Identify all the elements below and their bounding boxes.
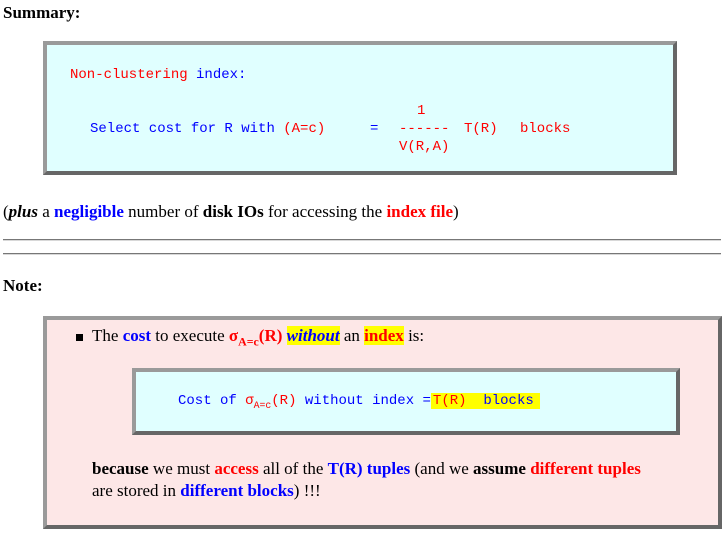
- without-text: without: [286, 326, 340, 345]
- assume-text: assume: [473, 459, 526, 478]
- index-text: index: [364, 326, 404, 345]
- without-index-text: without index: [296, 393, 423, 409]
- bullet-icon: [76, 334, 83, 341]
- inner-sigma-relation: (R): [271, 393, 297, 409]
- text-end: ) !!!: [293, 481, 321, 500]
- tr-tuples-text: T(R) tuples: [327, 459, 411, 478]
- box-title: Non-clustering index:: [70, 67, 246, 83]
- sigma-subscript: A=c: [238, 334, 259, 349]
- index-file-text: index file: [386, 202, 454, 221]
- text-and-we: (and we: [410, 459, 474, 478]
- divider-2: [3, 253, 721, 255]
- text-to-execute: to execute: [151, 326, 229, 345]
- inner-sigma-symbol: σ: [245, 393, 254, 409]
- because-text: because: [92, 459, 149, 478]
- formula-equals: =: [370, 121, 379, 137]
- box-title-part2: index:: [196, 67, 247, 83]
- inner-equals: =: [422, 393, 431, 409]
- inner-tr: T(R): [432, 393, 467, 409]
- paren-open: (: [3, 202, 9, 221]
- highlighted-result: T(R) blocks: [430, 393, 540, 409]
- text-number-of: number of: [123, 202, 203, 221]
- text-we-must: we must: [148, 459, 215, 478]
- cost-text: cost: [122, 326, 152, 345]
- inner-sigma-expression: σA=c(R): [245, 393, 297, 411]
- text-are-stored-in: are stored in: [92, 481, 181, 500]
- formula-with: with: [241, 121, 275, 137]
- text-for-accessing: for accessing the: [263, 202, 387, 221]
- cost-of-text: Cost of: [178, 393, 246, 409]
- explanation-paragraph: because we must access all of the T(R) t…: [92, 458, 722, 502]
- disk-ios-text: disk IOs: [202, 202, 264, 221]
- cost-formula-line: Cost of σA=c(R) without index =T(R) bloc…: [178, 393, 540, 411]
- formula-tr: T(R): [464, 121, 498, 137]
- access-text: access: [214, 459, 259, 478]
- text-an: an: [339, 326, 365, 345]
- formula-select: Select cost for R: [90, 121, 233, 137]
- different-blocks-text: different blocks: [180, 481, 294, 500]
- paren-close: ): [453, 202, 459, 221]
- inner-blocks: blocks: [483, 393, 534, 409]
- text-a: a: [37, 202, 55, 221]
- negligible-text: negligible: [54, 202, 124, 221]
- text-all-of-the: all of the: [258, 459, 328, 478]
- text-is: is:: [403, 326, 425, 345]
- sigma-symbol: σ: [228, 326, 239, 345]
- divider-1: [3, 239, 721, 241]
- formula-numerator: 1: [417, 103, 426, 119]
- summary-heading: Summary:: [3, 3, 81, 22]
- summary-note-line: (plus a negligible number of disk IOs fo…: [3, 202, 459, 222]
- formula-denominator: V(R,A): [399, 139, 450, 155]
- box-title-part1: Non-clustering: [70, 67, 188, 83]
- sigma-relation: (R): [258, 326, 283, 345]
- note-heading: Note:: [3, 276, 43, 295]
- different-tuples-text: different tuples: [530, 459, 641, 478]
- text-the: The: [92, 326, 123, 345]
- inner-sigma-subscript: A=c: [253, 399, 272, 411]
- bullet-line: The cost to execute σA=c(R) without an i…: [92, 326, 424, 349]
- formula-blocks: blocks: [520, 121, 571, 137]
- formula-cond: (A=c): [283, 121, 326, 137]
- formula-line: Select cost for R with (A=c): [90, 121, 325, 137]
- summary-formula-box: Non-clustering index: 1 Select cost for …: [43, 41, 677, 175]
- sigma-expression: σA=c(R): [228, 326, 283, 349]
- plus-text: plus: [8, 202, 38, 221]
- formula-dashes: ------: [399, 121, 450, 137]
- cost-formula-box: Cost of σA=c(R) without index =T(R) bloc…: [132, 368, 680, 435]
